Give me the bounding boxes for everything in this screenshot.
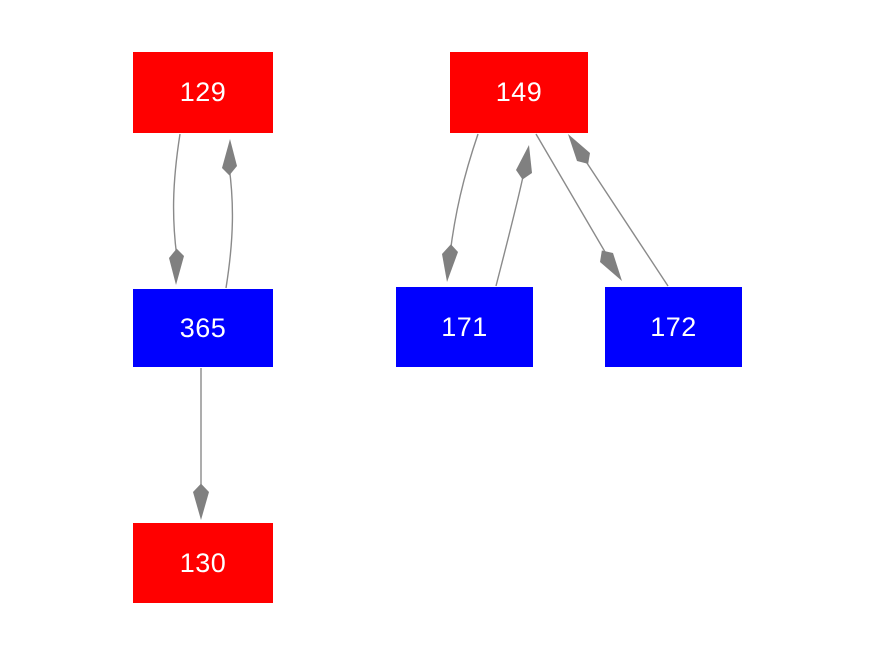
edge-172-149 — [568, 134, 669, 287]
edge-149-172 — [535, 133, 622, 281]
edge-365-129-line — [225, 165, 234, 289]
edge-149-172-line — [535, 133, 609, 258]
node-129[interactable]: 129 — [133, 52, 273, 133]
edge-365-129 — [222, 139, 237, 289]
edge-171-149 — [495, 145, 532, 287]
node-130-label: 130 — [179, 547, 227, 578]
edge-171-149-arrowhead-icon — [516, 145, 532, 180]
edge-365-130 — [193, 368, 209, 520]
edge-149-171-arrowhead-icon — [442, 244, 458, 282]
node-171-label: 171 — [441, 311, 488, 342]
edge-149-171-line — [449, 133, 479, 255]
node-130[interactable]: 130 — [133, 523, 273, 603]
edge-365-130-arrowhead-icon — [193, 483, 209, 520]
edge-149-172-arrowhead-icon — [600, 250, 622, 281]
node-149[interactable]: 149 — [450, 52, 588, 133]
edge-172-149-arrowhead-icon — [568, 134, 590, 164]
edge-129-365-arrowhead-icon — [169, 248, 184, 285]
node-149-label: 149 — [495, 77, 543, 107]
node-129-label: 129 — [179, 77, 227, 107]
node-172[interactable]: 172 — [605, 287, 742, 367]
edge-149-171 — [442, 133, 479, 282]
node-365-label: 365 — [179, 312, 227, 343]
edge-129-365 — [169, 133, 184, 285]
edge-172-149-line — [582, 156, 669, 287]
node-365[interactable]: 365 — [133, 289, 273, 367]
edge-171-149-line — [495, 171, 525, 287]
node-172-label: 172 — [650, 311, 697, 342]
edge-129-365-line — [172, 133, 181, 259]
edge-365-129-arrowhead-icon — [222, 139, 237, 176]
edges-group — [169, 133, 669, 520]
node-171[interactable]: 171 — [396, 287, 533, 367]
